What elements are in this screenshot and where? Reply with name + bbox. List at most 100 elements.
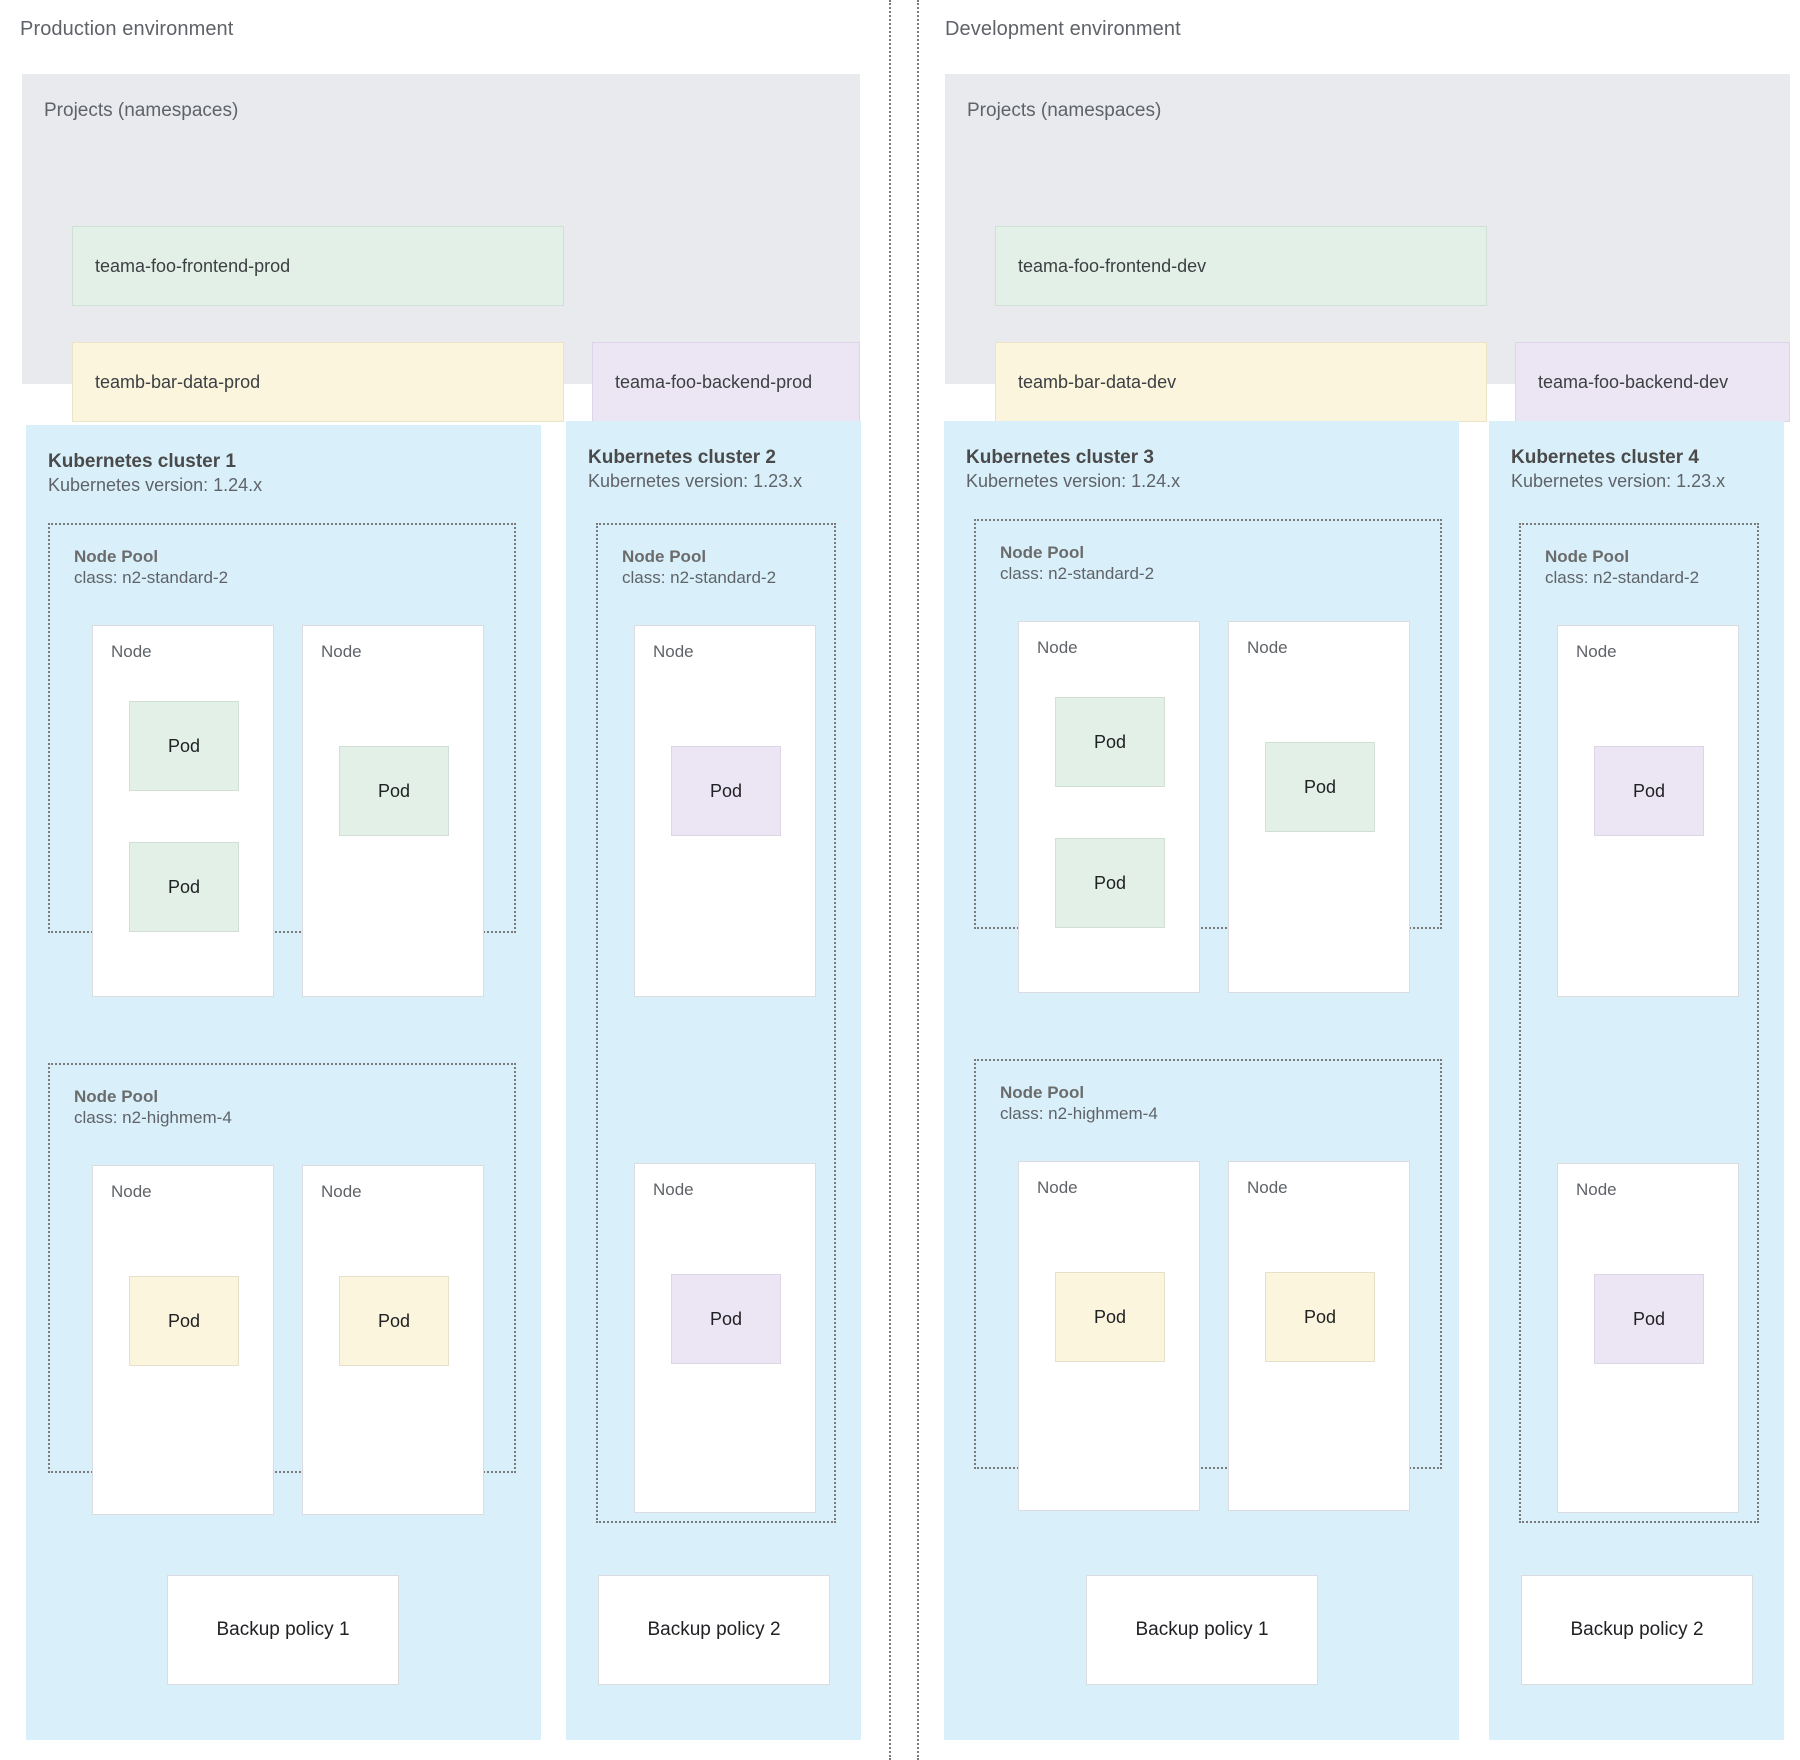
pod-label: Pod: [1632, 1308, 1666, 1329]
cluster-title: Kubernetes cluster 3: [966, 447, 1154, 468]
namespace-box[interactable]: teama-foo-backend-dev: [1515, 342, 1790, 422]
node-pool-title: Node Pool: [1545, 547, 1630, 566]
node-label: Node: [1247, 638, 1288, 657]
pod-box[interactable]: Pod: [1594, 746, 1704, 836]
pod-box[interactable]: Pod: [339, 746, 449, 836]
pod-box[interactable]: Pod: [1055, 1272, 1165, 1362]
namespace-box[interactable]: teamb-bar-data-prod: [72, 342, 564, 422]
pod-label: Pod: [377, 780, 411, 801]
cluster-version: Kubernetes version: 1.24.x: [966, 471, 1181, 491]
namespace-box[interactable]: teama-foo-frontend-prod: [72, 226, 564, 306]
cluster-title: Kubernetes cluster 4: [1511, 447, 1699, 468]
backup-policy-label: Backup policy 1: [1135, 1619, 1269, 1640]
pod-label: Pod: [377, 1310, 411, 1331]
node-pool-class: class: n2-highmem-4: [1000, 1104, 1158, 1123]
node-label: Node: [1247, 1178, 1288, 1197]
backup-policy-label: Backup policy 2: [1570, 1619, 1704, 1640]
backup-policy-box[interactable]: Backup policy 2: [1521, 1575, 1753, 1685]
pod-box[interactable]: Pod: [1265, 1272, 1375, 1362]
node-label: Node: [1576, 1180, 1617, 1199]
node-label: Node: [111, 1182, 152, 1201]
pod-label: Pod: [1093, 731, 1127, 752]
projects-panel-production: Projects (namespaces) teama-foo-frontend-…: [22, 74, 860, 422]
environment-title-production: Production environment: [20, 18, 234, 40]
namespace-label: teama-foo-frontend-dev: [1018, 255, 1207, 276]
projects-label: Projects (namespaces): [967, 100, 1162, 121]
pod-box[interactable]: Pod: [1055, 697, 1165, 787]
node-pool-title: Node Pool: [74, 1087, 159, 1106]
projects-panel-development: Projects (namespaces) teama-foo-frontend-…: [945, 74, 1790, 422]
environment-divider-1: [889, 0, 891, 1760]
cluster-version: Kubernetes version: 1.23.x: [1511, 471, 1726, 491]
node-label: Node: [1576, 642, 1617, 661]
pod-label: Pod: [167, 735, 201, 756]
pod-box[interactable]: Pod: [129, 701, 239, 791]
namespace-box[interactable]: teamb-bar-data-dev: [995, 342, 1487, 422]
namespace-label: teama-foo-backend-dev: [1538, 371, 1729, 392]
node-label: Node: [1037, 638, 1078, 657]
pod-label: Pod: [167, 876, 201, 897]
node-pool-title: Node Pool: [1000, 543, 1085, 562]
pod-label: Pod: [1093, 1306, 1127, 1327]
pod-box[interactable]: Pod: [1594, 1274, 1704, 1364]
backup-policy-box[interactable]: Backup policy 1: [1086, 1575, 1318, 1685]
environment-title-development: Development environment: [945, 18, 1181, 40]
namespace-box[interactable]: teama-foo-frontend-dev: [995, 226, 1487, 306]
pod-box[interactable]: Pod: [671, 746, 781, 836]
cluster-title: Kubernetes cluster 1: [48, 451, 236, 472]
node-pool-class: class: n2-highmem-4: [74, 1108, 232, 1127]
node-label: Node: [321, 1182, 362, 1201]
backup-policy-box[interactable]: Backup policy 2: [598, 1575, 830, 1685]
node-pool-class: class: n2-standard-2: [1545, 568, 1700, 587]
cluster-panel[interactable]: Kubernetes cluster 4 Kubernetes version: …: [1489, 421, 1784, 1740]
backup-policy-box[interactable]: Backup policy 1: [167, 1575, 399, 1685]
pod-box[interactable]: Pod: [339, 1276, 449, 1366]
cluster-title: Kubernetes cluster 2: [588, 447, 776, 468]
namespace-label: teamb-bar-data-prod: [95, 371, 261, 392]
pod-label: Pod: [1303, 776, 1337, 797]
pod-label: Pod: [167, 1310, 201, 1331]
projects-label: Projects (namespaces): [44, 100, 239, 121]
node-pool-title: Node Pool: [1000, 1083, 1085, 1102]
node-label: Node: [1037, 1178, 1078, 1197]
pod-label: Pod: [709, 1308, 743, 1329]
pod-box[interactable]: Pod: [129, 842, 239, 932]
node-label: Node: [321, 642, 362, 661]
node-pool-class: class: n2-standard-2: [74, 568, 229, 587]
pod-box[interactable]: Pod: [1055, 838, 1165, 928]
namespace-box[interactable]: teama-foo-backend-prod: [592, 342, 860, 422]
namespace-label: teama-foo-frontend-prod: [95, 255, 291, 276]
pod-box[interactable]: Pod: [671, 1274, 781, 1364]
pod-label: Pod: [1632, 780, 1666, 801]
node-label: Node: [653, 1180, 694, 1199]
backup-policy-label: Backup policy 2: [647, 1619, 781, 1640]
node-pool-class: class: n2-standard-2: [1000, 564, 1155, 583]
namespace-label: teama-foo-backend-prod: [615, 371, 813, 392]
pod-box[interactable]: Pod: [1265, 742, 1375, 832]
cluster-version: Kubernetes version: 1.23.x: [588, 471, 803, 491]
pod-box[interactable]: Pod: [129, 1276, 239, 1366]
cluster-panel[interactable]: Kubernetes cluster 3 Kubernetes version: …: [944, 421, 1459, 1740]
namespace-label: teamb-bar-data-dev: [1018, 371, 1177, 392]
cluster-panel[interactable]: Kubernetes cluster 2 Kubernetes version: …: [566, 421, 861, 1740]
